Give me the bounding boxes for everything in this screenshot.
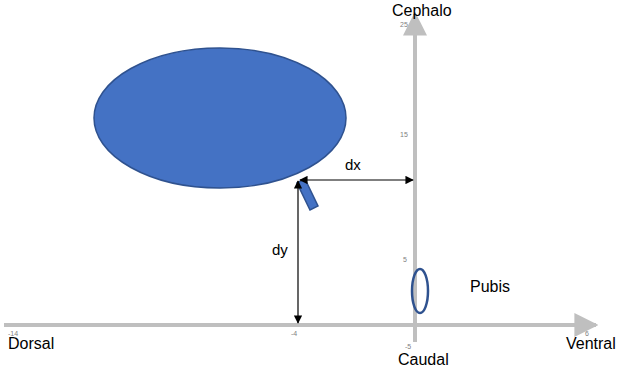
tick-value: 5 xyxy=(403,256,407,264)
urethra-tube xyxy=(297,179,318,210)
axis-name: Caudal xyxy=(398,351,449,369)
axis-name: Ventral xyxy=(566,335,616,353)
part-name: Pubis xyxy=(470,278,510,296)
tick-value: -4 xyxy=(291,330,297,338)
vertical-axis xyxy=(413,14,417,342)
tick-value: -5 xyxy=(405,343,411,351)
bladder-shape xyxy=(94,48,346,188)
dimension-name: dy xyxy=(272,242,288,259)
dimension-name: dx xyxy=(345,157,361,174)
axis-name: Dorsal xyxy=(8,335,54,353)
tick-value: 15 xyxy=(400,131,408,139)
tick-value: 25 xyxy=(400,21,408,29)
axis-name: Cephalo xyxy=(392,2,452,20)
horizontal-axis xyxy=(4,323,596,327)
dx-dimension xyxy=(300,179,413,180)
dy-dimension xyxy=(297,181,298,323)
pubis-outline xyxy=(412,269,428,313)
